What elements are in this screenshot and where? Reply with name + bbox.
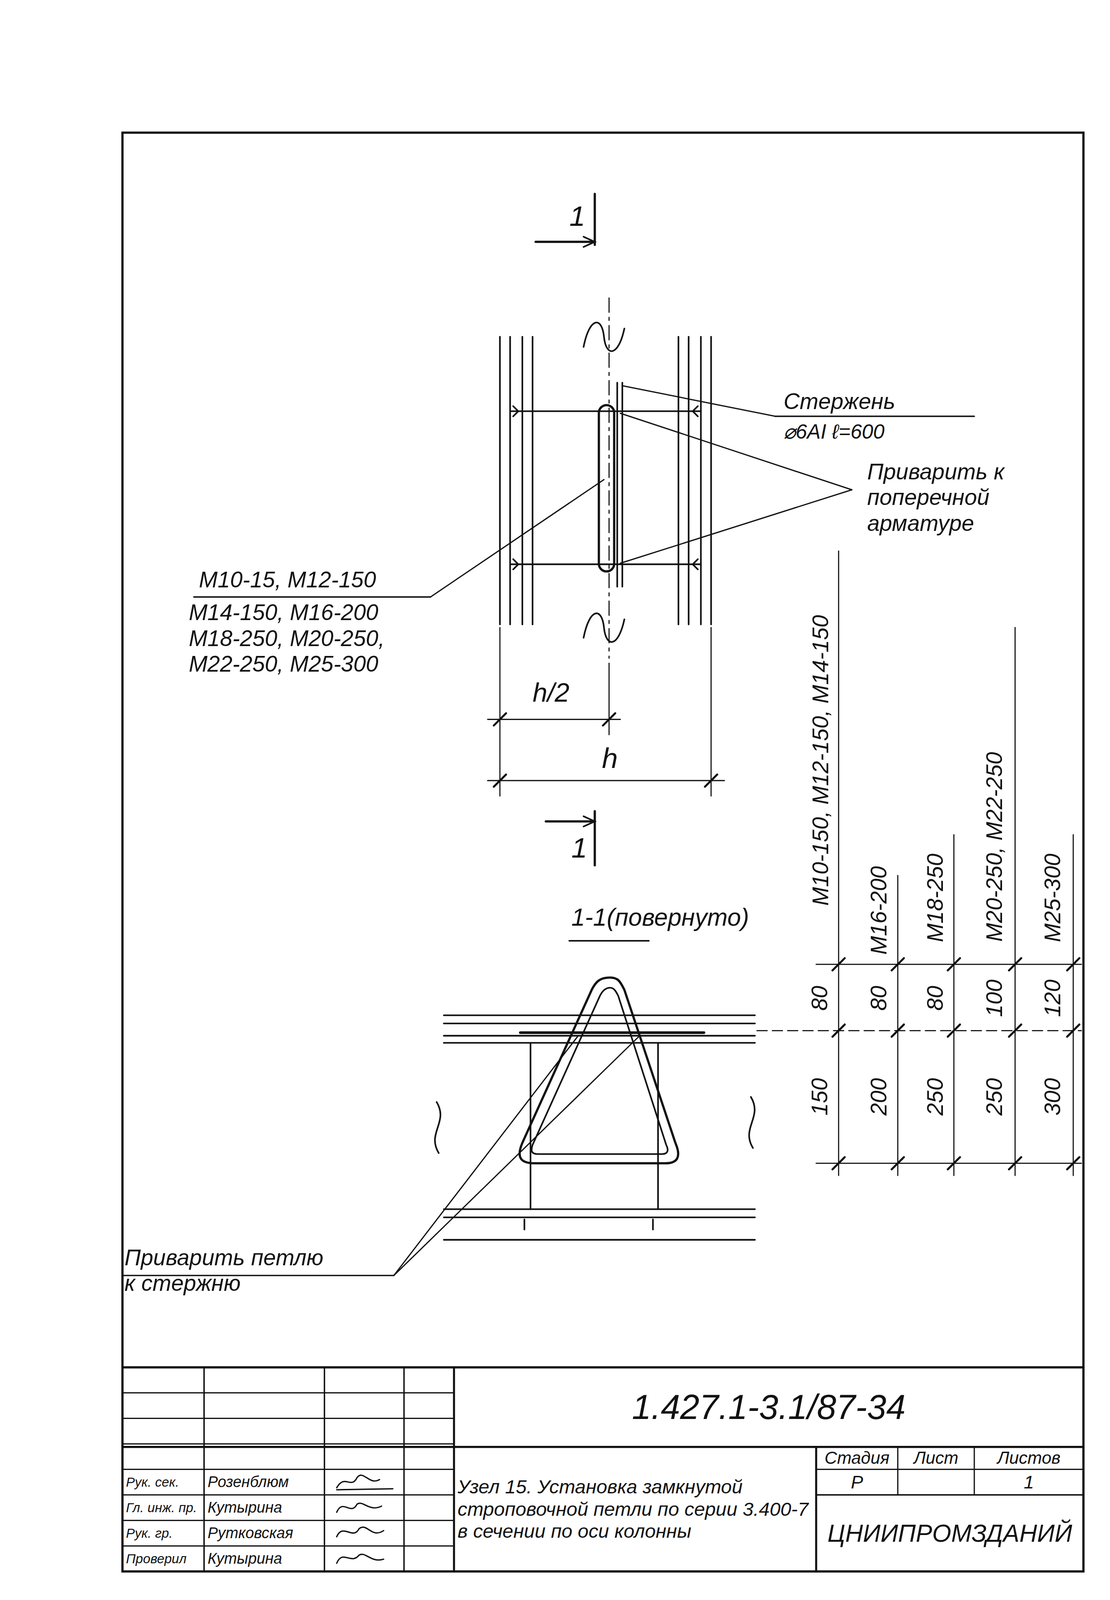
dimension: 250 [922,1078,949,1116]
table-cell: 1 [974,1469,1084,1495]
name-cell: Рутковская [204,1520,325,1546]
loop-mark: М10-15, М12-150 [198,567,376,594]
drawing-code: 1.427.1-3.1/87-34 [454,1367,1084,1447]
loop-mark: М10-150, М12-150, М14-150 [808,614,835,906]
organization-name: ЦНИИПРОМЗДАНИЙ [816,1494,1084,1572]
role-cell: Проверил [122,1545,204,1572]
role-cell: Рук. гр. [122,1520,204,1546]
table-header: Лист [897,1446,975,1470]
loop-mark: М18-250 [922,853,949,943]
part-name: Стержень [783,388,895,415]
dimension: 250 [981,1078,1008,1116]
dimension: h/2 [532,677,570,708]
loop-mark: М16-200 [866,865,893,955]
drawing-title: Узел 15. Установка замкнутой строповочно… [454,1446,817,1572]
dimension: 100 [981,979,1008,1017]
loop-mark: М25-300 [1040,853,1067,943]
dimension: 150 [807,1078,834,1116]
weld-note: Приварить петлю к стержню [124,1244,324,1297]
section-mark: 1 [571,831,587,865]
dimension: h [602,741,618,775]
loop-mark: М20-250, М22-250 [981,752,1008,942]
name-cell: Кутырина [204,1545,325,1572]
weld-note: Приварить к поперечной арматуре [867,459,1051,537]
table-header: Листов [974,1446,1084,1470]
dimension: 80 [866,985,893,1011]
loop-mark: М14-150, М16-200 М18-250, М20-250, М22-2… [188,599,426,678]
table-cell: Р [816,1469,898,1495]
role-cell: Рук. сек. [122,1469,204,1495]
part-spec: ⌀6AI ℓ=600 [783,420,885,444]
dimension: 80 [807,985,834,1011]
name-cell: Розенблюм [204,1469,325,1495]
section-mark: 1 [569,199,586,233]
name-cell: Кутырина [204,1494,325,1521]
dimension: 80 [922,985,949,1011]
dimension: 200 [866,1078,893,1116]
dimension: 300 [1040,1078,1067,1116]
role-cell: Гл. инж. пр. [122,1494,204,1521]
table-header: Стадия [816,1446,898,1470]
section-title: 1-1(повернуто) [571,903,749,932]
dimension: 120 [1040,979,1067,1017]
